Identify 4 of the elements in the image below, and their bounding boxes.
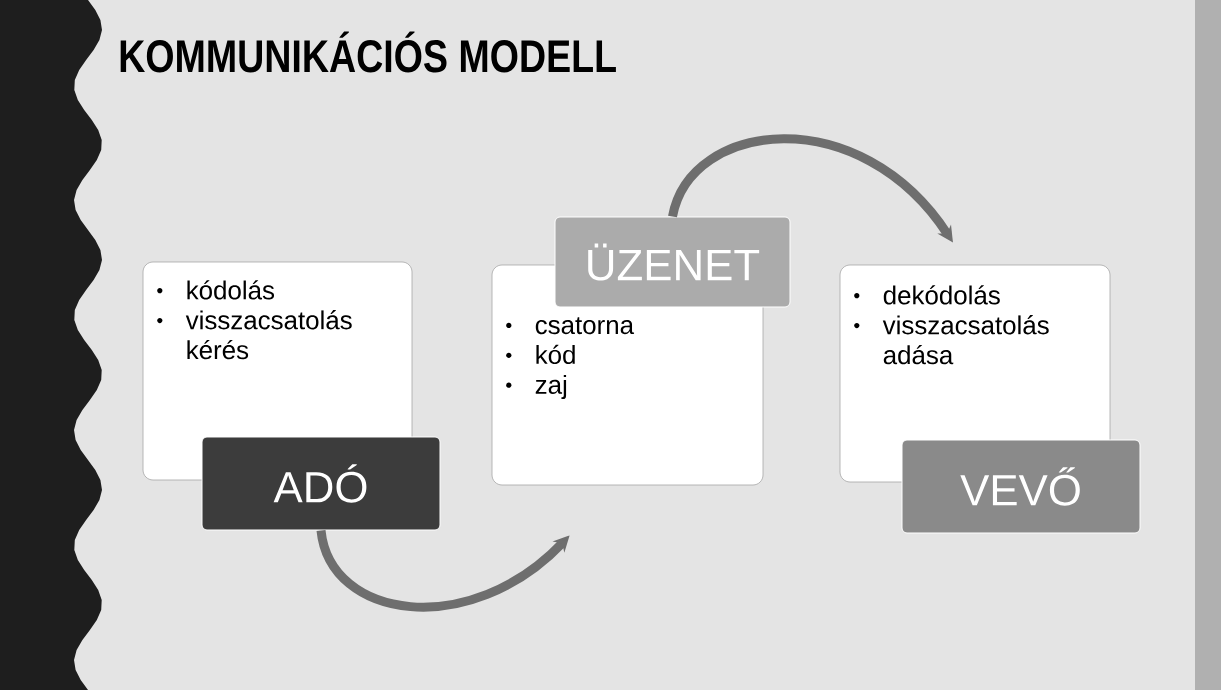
label-box: VEVŐ — [901, 439, 1141, 534]
title: KOMMUNIKÁCIÓS MODELL — [120, 31, 616, 73]
label-box: ÜZENET — [554, 216, 791, 308]
label-box: ADÓ — [201, 436, 441, 531]
